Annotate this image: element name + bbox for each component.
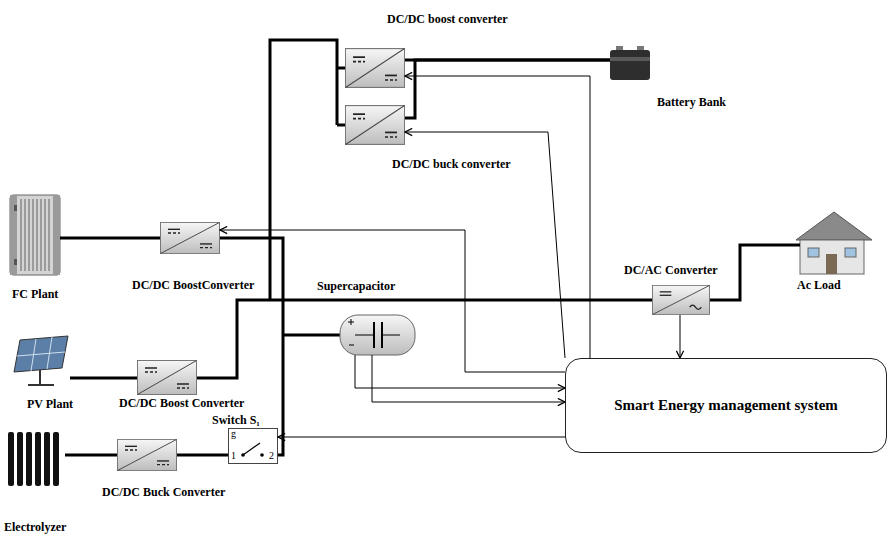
component-label: Battery Bank: [655, 95, 728, 109]
capacitor-plates: [374, 322, 382, 348]
control-line: [372, 355, 565, 402]
fuel-cell-picture: [10, 195, 60, 275]
battery-picture: [610, 46, 650, 80]
electrode: [26, 432, 32, 486]
fuel-cell-icon: FC Plant: [10, 195, 60, 275]
supercapacitor-picture: [340, 315, 415, 355]
control-line: [680, 315, 681, 358]
control-line: [220, 230, 565, 372]
pin-label: 1: [231, 450, 236, 461]
electrode: [44, 432, 50, 486]
component-label: Electrolyzer: [2, 520, 68, 534]
switch-lever: [243, 443, 260, 455]
component-label: DC/DC BoostConverter: [130, 278, 256, 292]
house-window: [808, 248, 819, 257]
electrode: [53, 432, 59, 486]
bolt: [14, 259, 17, 265]
component-label: DC/DC Buck Converter: [100, 485, 227, 499]
end-plate: [53, 195, 60, 275]
battery-body: [610, 50, 650, 80]
capacitor-body: [340, 315, 415, 355]
power-line: [65, 454, 117, 457]
bus-wire: [283, 334, 340, 337]
bus-wire: [270, 40, 337, 300]
converter-symbol: [346, 106, 405, 145]
bolt: [14, 205, 17, 211]
converter-symbol: [346, 49, 405, 88]
minus-mark: [349, 345, 354, 346]
component-label: DC/DC Boost Converter: [117, 396, 246, 410]
bus-wire: [337, 124, 345, 127]
supercapacitor-icon: Supercapacitor: [340, 315, 415, 355]
converter-symbol: [138, 361, 197, 395]
component-label: Supercapacitor: [315, 279, 397, 293]
component-label: FC Plant: [10, 287, 60, 301]
inverter-symbol: [652, 285, 709, 314]
pin-label: g: [231, 428, 236, 439]
electrolyzer-icon: Electrolyzer: [5, 430, 65, 488]
house-wall: [800, 240, 864, 274]
component-label: Ac Load: [795, 278, 843, 292]
battery-icon: Battery Bank: [610, 45, 650, 80]
power-line: [405, 60, 610, 118]
house-door: [826, 254, 837, 274]
converter-block: DC/DC Boost Converter: [137, 360, 197, 395]
house-picture: [796, 212, 872, 274]
house-roof: [796, 212, 872, 240]
component-label: DC/DC buck converter: [390, 157, 513, 171]
battery-band: [610, 57, 650, 61]
load-icon: Ac Load: [800, 212, 868, 274]
converter-symbol: [118, 439, 177, 470]
electrode: [8, 432, 14, 486]
control-line: [355, 355, 565, 388]
electrolyzer-picture: [8, 432, 59, 486]
electrode: [35, 432, 41, 486]
control-line: [278, 437, 565, 438]
converter-block: DC/DC BoostConverter: [160, 222, 220, 254]
power-line: [177, 454, 228, 457]
switch-frame: [229, 429, 278, 464]
end-plate: [10, 195, 17, 275]
component-label: PV Plant: [25, 397, 75, 411]
switch-contact: [260, 453, 264, 457]
bus-wire: [197, 300, 270, 378]
switch-picture: [229, 429, 278, 464]
house-window: [845, 248, 856, 257]
electrode: [17, 432, 23, 486]
pv-picture: [14, 336, 68, 385]
component-label: Switch S₁: [210, 413, 262, 427]
control-line: [405, 76, 590, 358]
pv-panel: [14, 336, 68, 372]
converter-symbol: [161, 222, 220, 253]
pin-label: 2: [269, 450, 274, 461]
pv-icon: PV Plant: [15, 335, 70, 385]
plus-mark: [348, 319, 354, 325]
converter-block: DC/DC boost converter: [345, 48, 405, 88]
converter-block: DC/DC buck converter: [345, 105, 405, 145]
fuel-cell-body: [10, 195, 60, 275]
component-label: DC/DC boost converter: [385, 12, 510, 26]
pv-grid: [17, 337, 65, 371]
power-line: [70, 377, 137, 380]
power-line: [710, 245, 800, 300]
controller-box: Smart Energy management system: [565, 358, 887, 453]
pv-stand: [28, 370, 54, 385]
converter-block: DC/DC Buck Converter: [117, 439, 177, 471]
bus-wire: [337, 67, 345, 70]
component-label: DC/AC Converter: [622, 263, 720, 277]
capacitor-lead: [355, 334, 400, 335]
power-line: [60, 237, 160, 240]
bus-wire: [270, 299, 652, 302]
cell-fins: [21, 199, 49, 271]
system-label: Smart Energy management system: [614, 397, 838, 414]
inverter-block: DC/AC Converter: [652, 285, 710, 315]
